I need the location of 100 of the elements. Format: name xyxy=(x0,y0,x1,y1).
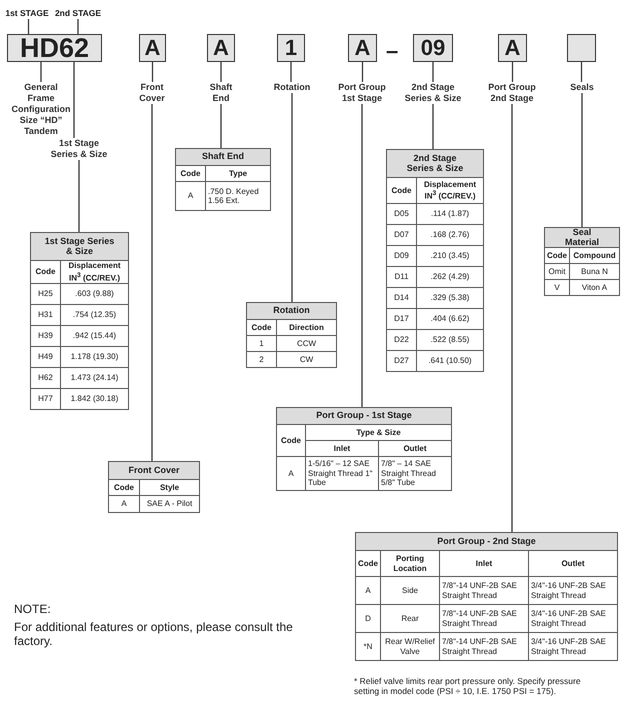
table-entry: 7/8" – 14 SAE Straight Thread 5/8" Tube xyxy=(378,456,452,490)
leader-line xyxy=(580,62,582,82)
leader-line xyxy=(511,104,513,532)
table-entry: 2 xyxy=(246,352,276,368)
table-entry: *N xyxy=(356,632,380,660)
column-header: Direction xyxy=(276,320,336,336)
table-title: Port Group - 1st Stage xyxy=(276,408,452,424)
field-caption: 2nd Stage Series & Size xyxy=(399,82,467,104)
table-title: Port Group - 2nd Stage xyxy=(356,532,618,550)
column-header: Code xyxy=(356,550,380,576)
table-entry: Omit xyxy=(544,264,570,280)
stage-label: 2nd STAGE xyxy=(54,8,102,19)
table-entry: D09 xyxy=(386,246,416,266)
table-entry: D11 xyxy=(386,266,416,288)
column-header: Outlet xyxy=(528,550,618,576)
table-entry: D07 xyxy=(386,224,416,246)
table-entry: A xyxy=(356,576,380,604)
table-entry: Buna N xyxy=(570,264,620,280)
table-entry: 1.842 (30.18) xyxy=(60,388,128,410)
leader-line xyxy=(290,62,292,82)
leader-line xyxy=(432,104,434,149)
table-title: Shaft End xyxy=(176,148,270,166)
table-entry: 3/4"-16 UNF-2B SAE Straight Thread xyxy=(528,632,618,660)
column-header: Code xyxy=(246,320,276,336)
table-entry: CW xyxy=(276,352,336,368)
table-entry: 3/4"-16 UNF-2B SAE Straight Thread xyxy=(528,604,618,632)
field-caption: Shaft End xyxy=(203,82,239,104)
field-caption: General Frame Configuration Size “HD” Tandem xyxy=(10,82,72,137)
code-box: A xyxy=(207,34,235,62)
leader-line xyxy=(152,62,154,82)
stage-label: 1st STAGE xyxy=(4,8,50,19)
code-box xyxy=(567,34,596,62)
table-entry: .329 (5.38) xyxy=(416,288,484,308)
code-table xyxy=(30,232,129,410)
leader-line xyxy=(77,19,79,34)
table-entry: H62 xyxy=(30,367,60,388)
note-heading: NOTE: xyxy=(14,602,51,616)
field-caption: Port Group 1st Stage xyxy=(334,82,390,104)
note-text: For additional features or options, please consult the factory. xyxy=(14,620,294,649)
leader-line xyxy=(28,19,30,34)
column-header: Inlet xyxy=(440,550,528,576)
code-table xyxy=(355,532,618,661)
field-caption: Port Group 2nd Stage xyxy=(480,82,544,104)
code-table xyxy=(276,407,452,491)
leader-line xyxy=(361,104,363,407)
table-entry: V xyxy=(544,280,570,296)
table-entry: H31 xyxy=(30,304,60,326)
table-entry: 1.178 (19.30) xyxy=(60,346,128,368)
code-box: 1 xyxy=(277,34,305,62)
code-box: 09 xyxy=(413,34,453,62)
table-entry: 7/8"-14 UNF-2B SAE Straight Thread xyxy=(440,604,528,632)
column-header: Compound xyxy=(570,248,620,264)
table-entry: A xyxy=(276,456,306,490)
field-caption: Rotation xyxy=(265,82,319,93)
table-entry: 3/4"-16 UNF-2B SAE Straight Thread xyxy=(528,576,618,604)
code-box: A xyxy=(139,34,166,62)
column-header: Code xyxy=(544,248,570,264)
column-header: Outlet xyxy=(378,440,452,456)
column-header: Code xyxy=(108,480,140,496)
column-header: Type xyxy=(206,166,270,182)
column-header: Code xyxy=(30,260,60,284)
leader-line xyxy=(362,62,364,82)
table-entry: .750 D. Keyed 1.56 Ext. xyxy=(206,182,270,210)
table-entry: .641 (10.50) xyxy=(416,350,484,372)
code-box: A xyxy=(498,34,527,62)
table-entry: A xyxy=(108,496,140,512)
column-header: Porting Location xyxy=(380,550,440,576)
table-entry: H25 xyxy=(30,283,60,304)
table-entry: .210 (3.45) xyxy=(416,246,484,266)
footnote: * Relief valve limits rear port pressure only. Specify pressure setting in model code (PSI ÷ 10, I.E. 1750 PSI = 175). xyxy=(354,676,582,696)
column-header: Inlet xyxy=(306,440,378,456)
field-caption: Seals xyxy=(560,82,604,93)
table-entry: .522 (8.55) xyxy=(416,330,484,350)
table-entry: D27 xyxy=(386,350,416,372)
leader-line xyxy=(432,62,434,82)
table-entry: 1.473 (24.14) xyxy=(60,367,128,388)
separator-dash: – xyxy=(386,38,398,64)
leader-line xyxy=(291,93,293,302)
code-table xyxy=(175,148,271,211)
code-table xyxy=(544,227,620,296)
table-entry: H77 xyxy=(30,388,60,410)
column-header: Style xyxy=(140,480,200,496)
table-entry: D14 xyxy=(386,288,416,308)
column-header: Type & Size xyxy=(306,424,452,440)
table-title: Front Cover xyxy=(108,462,200,480)
leader-line xyxy=(151,104,153,461)
leader-line xyxy=(512,62,514,82)
table-entry: D xyxy=(356,604,380,632)
table-entry: A xyxy=(176,182,206,210)
table-entry: Side xyxy=(380,576,440,604)
table-entry: H49 xyxy=(30,346,60,368)
code-box: HD62 xyxy=(7,34,102,62)
table-entry: Rear W/Relief Valve xyxy=(380,632,440,660)
table-entry: SAE A - Pilot xyxy=(140,496,200,512)
column-header: Displacement IN$^{3}$ (CC/REV.) xyxy=(60,260,128,284)
table-entry: .942 (15.44) xyxy=(60,325,128,346)
table-entry: .262 (4.29) xyxy=(416,266,484,288)
table-entry: CCW xyxy=(276,336,336,352)
table-entry: .603 (9.88) xyxy=(60,283,128,304)
code-box: A xyxy=(348,34,377,62)
